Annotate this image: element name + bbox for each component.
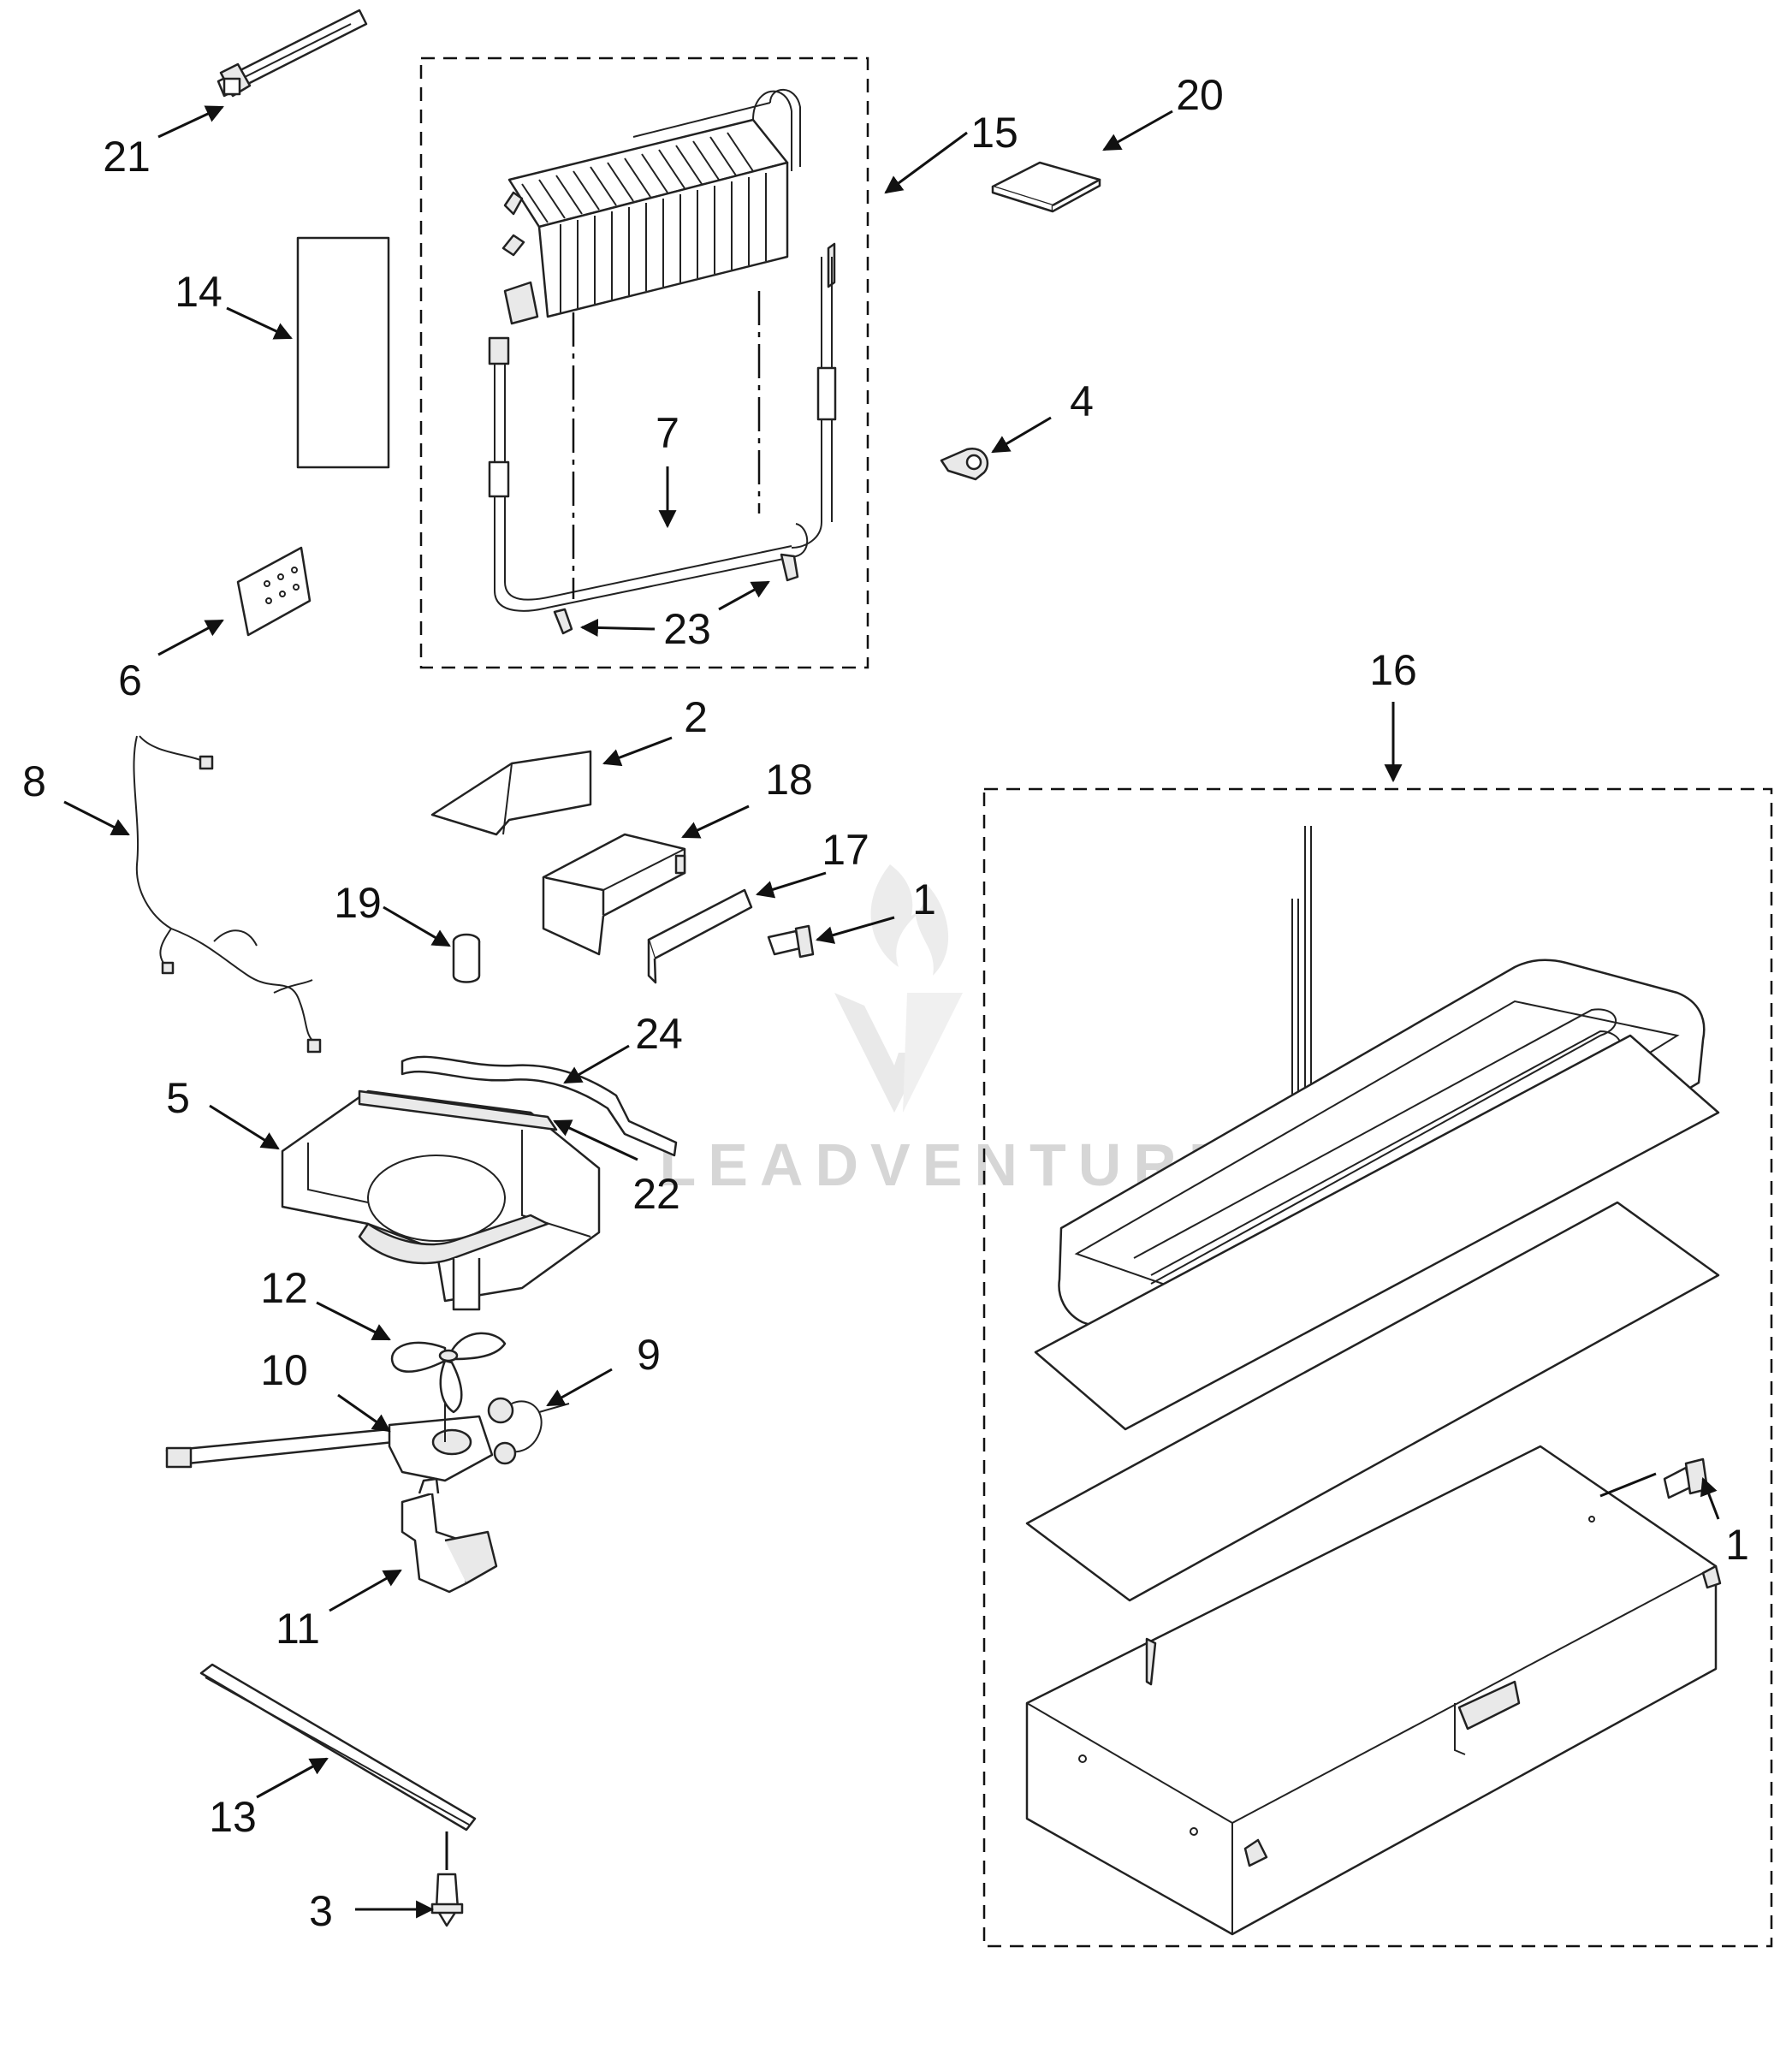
strip-screw-part [430, 1873, 464, 1927]
callout-19: 19 [334, 879, 382, 927]
evaporator-coil-part [488, 88, 837, 635]
fan-blade-part [390, 1332, 507, 1414]
cable-tie-part [217, 9, 368, 98]
mounting-plate-part [647, 888, 753, 984]
watermark-logo [834, 864, 963, 1113]
callout-17: 17 [822, 826, 869, 874]
callout-12: 12 [260, 1264, 308, 1312]
tube-clamp-part [940, 447, 989, 481]
callout-16: 16 [1369, 646, 1417, 694]
evaporator-assembly-box [419, 56, 869, 669]
callout-20: 20 [1176, 71, 1224, 119]
wire-harness-part [133, 735, 322, 1054]
trim-strip-part [199, 1663, 477, 1831]
capacitor-part [452, 933, 481, 983]
insulation-panel-part [296, 236, 390, 469]
callout-15: 15 [970, 109, 1018, 157]
callout-21: 21 [103, 133, 151, 181]
leader-arrows [63, 105, 1720, 1919]
callout-18: 18 [765, 756, 813, 804]
fan-housing-part [281, 1089, 601, 1311]
screw-part-lower [1663, 1457, 1709, 1499]
defrost-tube-part [401, 1055, 678, 1157]
callout-4: 4 [1070, 377, 1094, 425]
fan-motor-part [165, 1404, 494, 1482]
motor-grommet-part [487, 1397, 570, 1465]
callout-11: 11 [276, 1605, 320, 1653]
callout-7: 7 [656, 409, 679, 457]
control-board-part [236, 546, 312, 637]
motor-bracket-part [401, 1477, 498, 1594]
callout-3: 3 [309, 1887, 333, 1935]
callout-6: 6 [118, 656, 142, 704]
callout-5: 5 [166, 1074, 190, 1122]
heater-bracket-part [542, 833, 686, 956]
callout-13: 13 [209, 1793, 257, 1841]
callout-14: 14 [175, 268, 223, 316]
callout-labels: 21 15 20 14 4 7 23 6 16 2 8 18 17 1 19 2… [22, 71, 1749, 1935]
callout-10: 10 [260, 1346, 308, 1394]
screw-part-upper [767, 924, 815, 959]
callout-24: 24 [635, 1010, 683, 1058]
callout-22: 22 [632, 1170, 680, 1218]
foam-pad-part [991, 161, 1101, 213]
callout-2: 2 [684, 693, 708, 741]
callout-1-upper: 1 [912, 876, 936, 923]
callout-1-lower: 1 [1725, 1521, 1749, 1569]
callout-8: 8 [22, 757, 46, 805]
drain-pan-assembly-box [982, 787, 1773, 1948]
cover-bracket-part [430, 750, 592, 836]
callout-9: 9 [637, 1331, 661, 1379]
drain-pan-part [1025, 826, 1722, 1936]
callout-23: 23 [663, 605, 711, 653]
